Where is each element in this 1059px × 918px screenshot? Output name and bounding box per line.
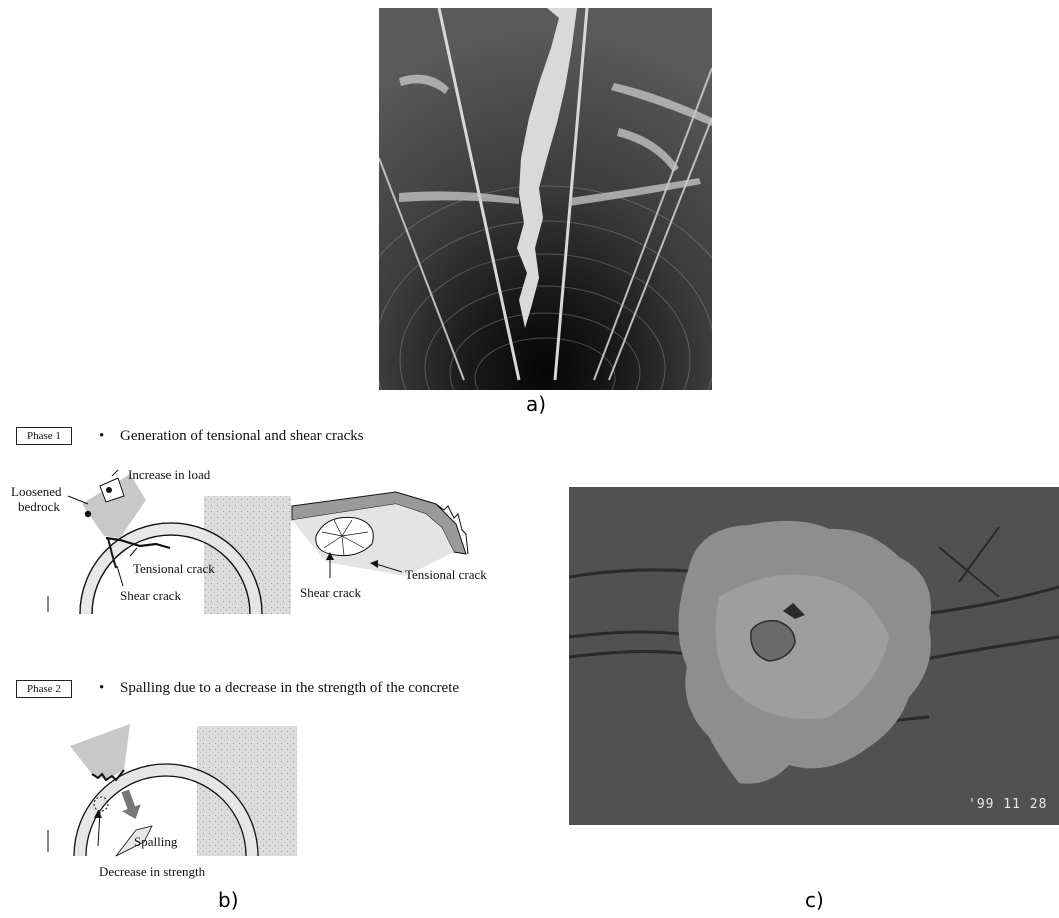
- label-decrease-in-strength: Decrease in strength: [99, 864, 205, 880]
- phase-2-box: Phase 2: [16, 680, 72, 698]
- phase-1-text: Generation of tensional and shear cracks: [120, 428, 364, 445]
- phase-1-box: Phase 1: [16, 427, 72, 445]
- label-loosened-bedrock-1: Loosened: [11, 484, 62, 500]
- label-tensional-crack-right: Tensional crack: [405, 567, 487, 583]
- photo-a-drawing: [379, 8, 712, 390]
- caption-b: b): [218, 888, 239, 912]
- photo-c-date-stamp: '99 11 28: [968, 797, 1047, 812]
- photo-c-spalling: [569, 487, 1059, 825]
- label-shear-crack-right: Shear crack: [300, 585, 361, 601]
- label-tensional-crack-left: Tensional crack: [133, 561, 215, 577]
- phase-1-bullet: •: [99, 428, 104, 445]
- label-increase-in-load: Increase in load: [128, 467, 210, 483]
- caption-c: c): [805, 888, 824, 912]
- photo-a-tunnel-crack: [379, 8, 712, 390]
- photo-c-drawing: [569, 487, 1059, 825]
- phase-2-text: Spalling due to a decrease in the streng…: [120, 680, 459, 697]
- label-spalling: Spalling: [134, 834, 177, 850]
- label-shear-crack-left: Shear crack: [120, 588, 181, 604]
- label-loosened-bedrock-2: bedrock: [18, 499, 60, 515]
- phase-2-bullet: •: [99, 680, 104, 697]
- caption-a: a): [526, 392, 546, 416]
